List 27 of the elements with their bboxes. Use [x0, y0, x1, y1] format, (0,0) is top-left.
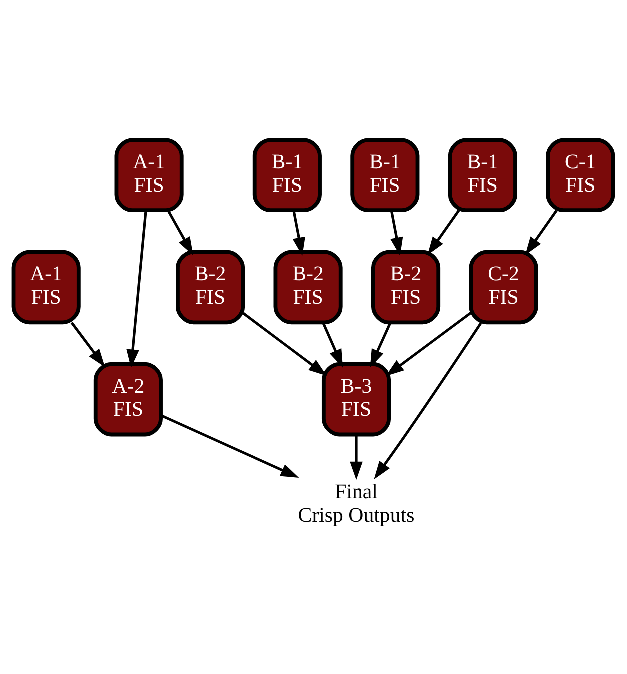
arrow [370, 322, 392, 368]
arrow [350, 435, 363, 480]
node-box: B-2 FIS [274, 250, 343, 325]
arrow [322, 322, 344, 368]
arrow [70, 322, 106, 368]
arrow [160, 414, 300, 478]
arrow [242, 312, 328, 376]
node-box: B-1 FIS [448, 138, 518, 213]
node-box: B-1 FIS [350, 138, 420, 213]
node-box: A-2 FIS [94, 362, 163, 437]
node-box: B-3 FIS [322, 362, 392, 437]
node-box: B-2 FIS [176, 250, 246, 325]
arrow [525, 210, 558, 256]
arrow [386, 312, 472, 376]
node-box: A-1 FIS [12, 250, 81, 325]
arrow [167, 210, 194, 256]
arrow [292, 210, 306, 256]
arrow [374, 322, 482, 480]
node-box: B-1 FIS [252, 138, 322, 213]
node-text: Final Crisp Outputs [298, 479, 415, 527]
node-box: B-2 FIS [372, 250, 441, 325]
node-box: C-2 FIS [469, 250, 538, 325]
arrow [390, 210, 404, 256]
node-box: A-1 FIS [114, 138, 184, 213]
arrow [428, 210, 460, 256]
arrow [126, 210, 148, 368]
node-box: C-1 FIS [546, 138, 616, 213]
